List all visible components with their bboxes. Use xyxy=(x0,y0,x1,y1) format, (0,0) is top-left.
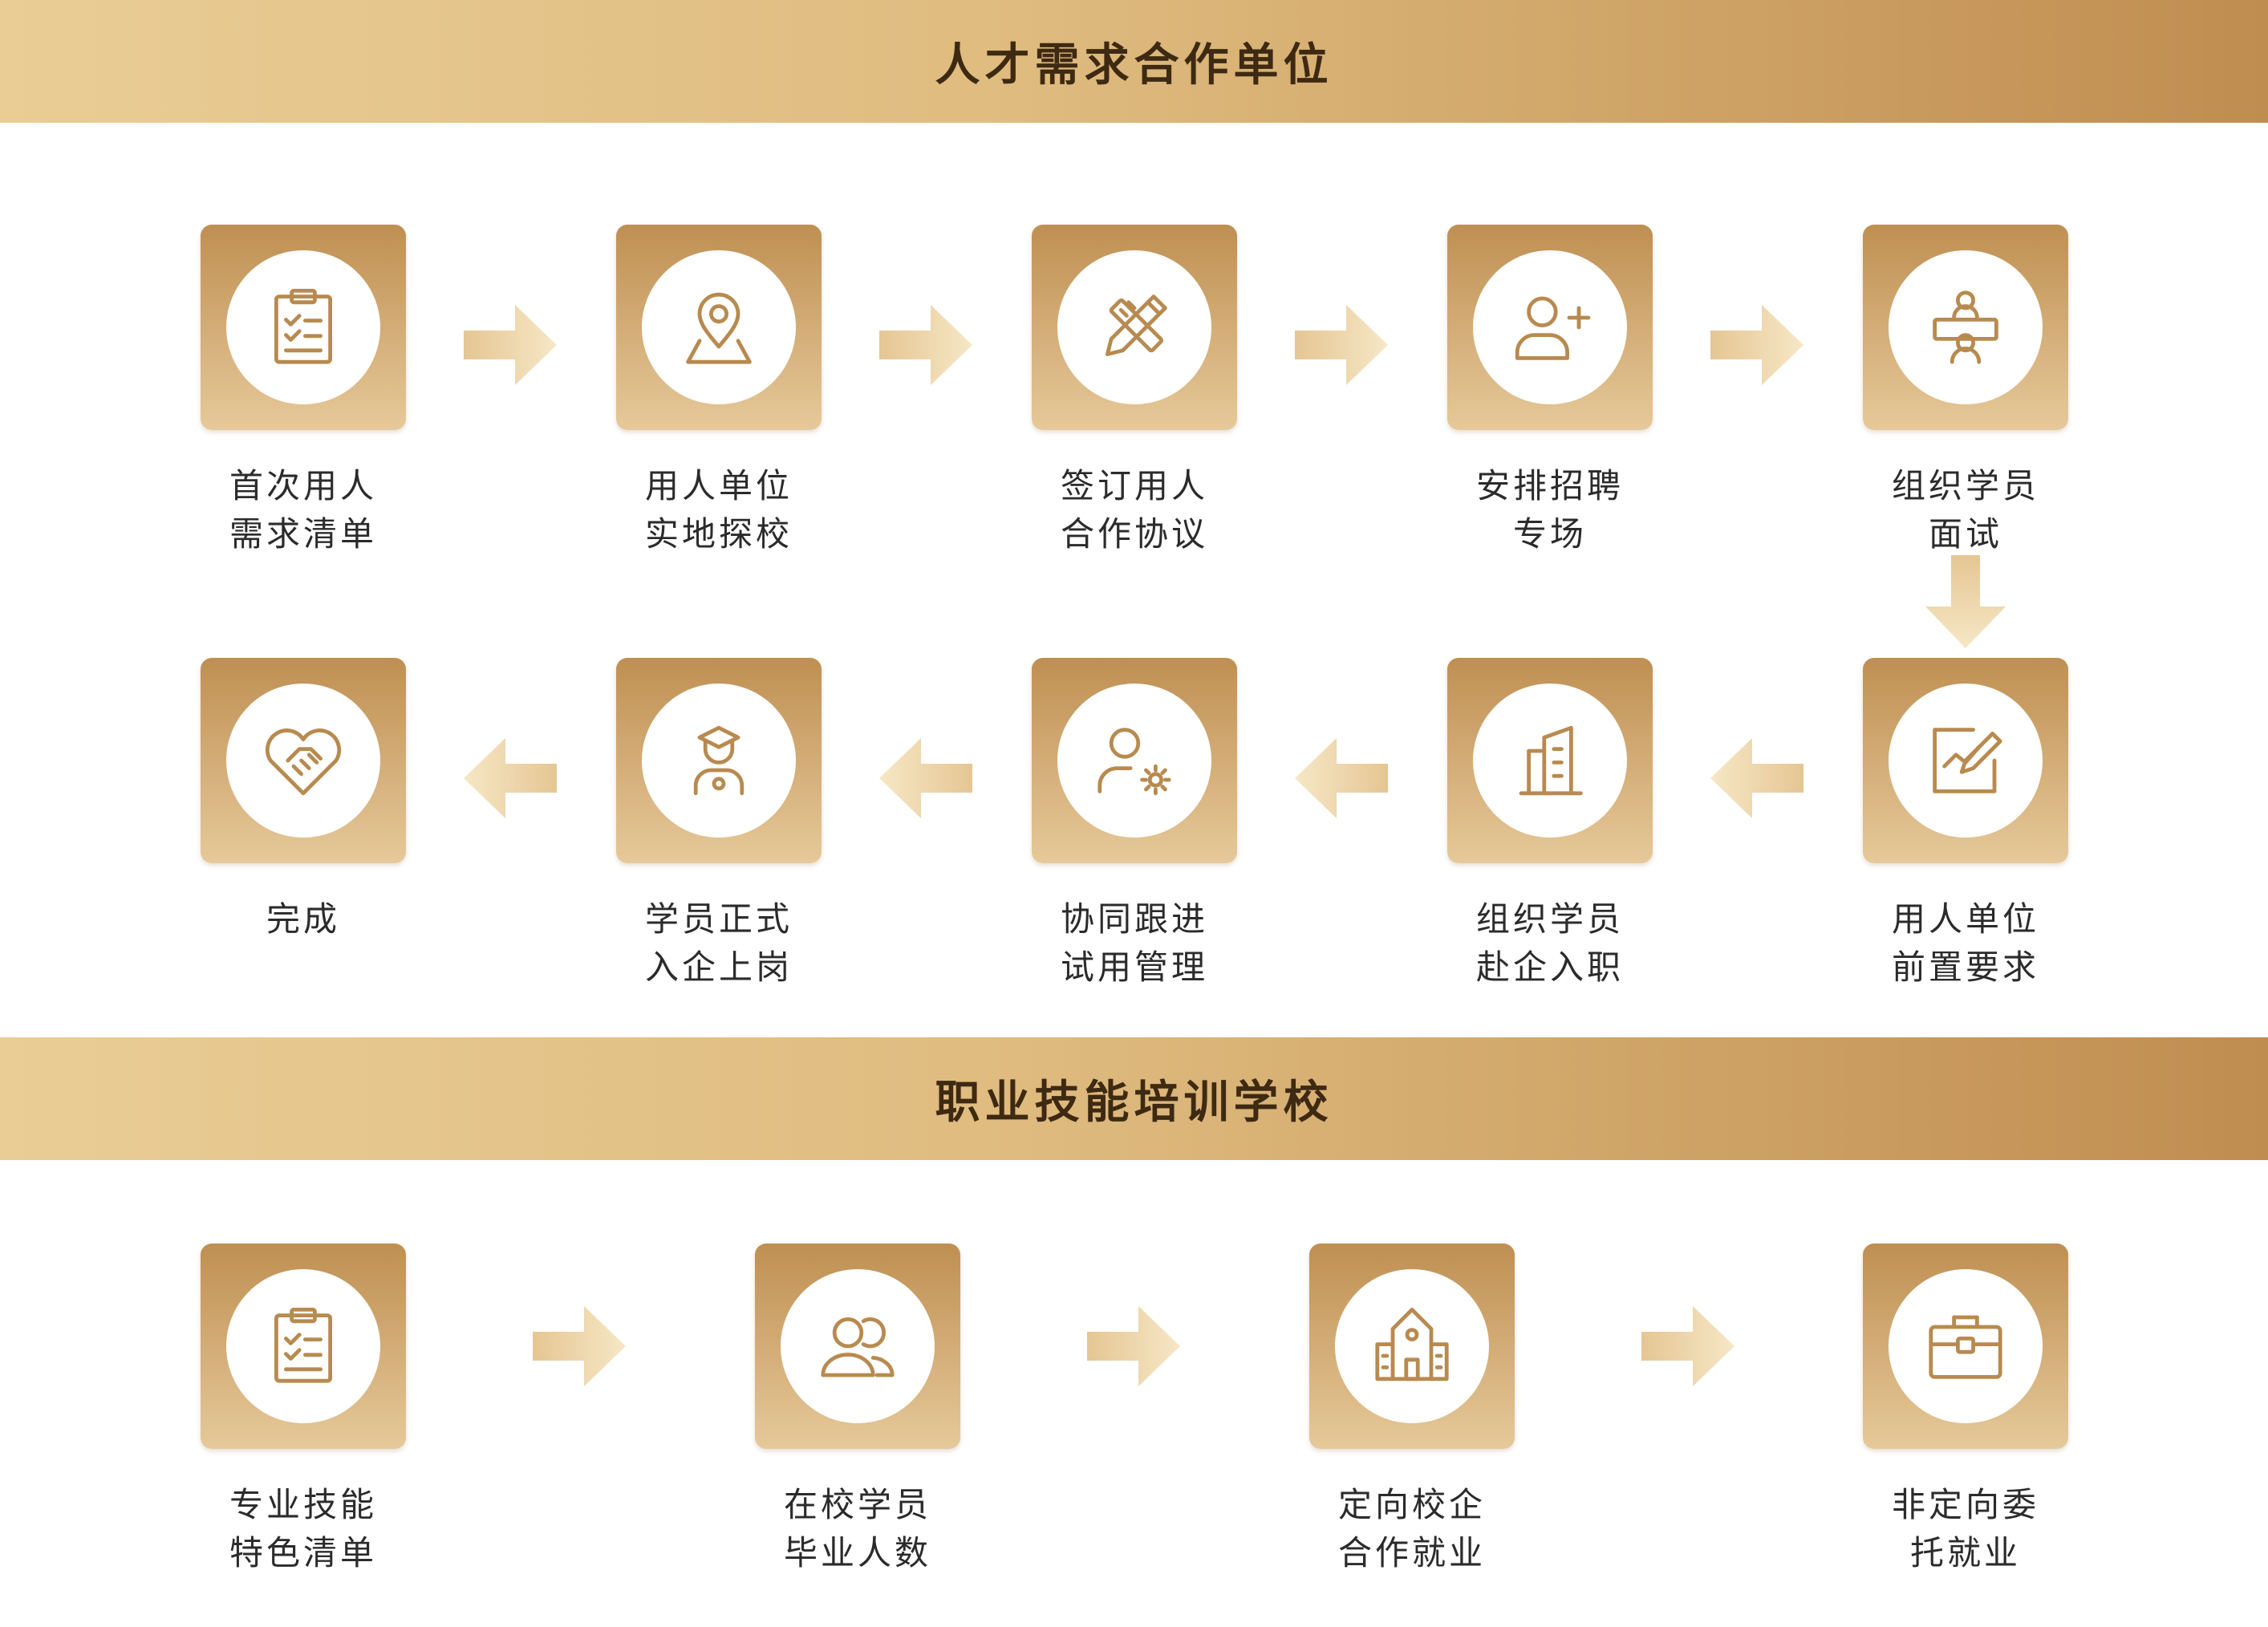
step-sign-agreement: 签订用人合作协议 xyxy=(1032,225,1237,554)
step-label: 组织学员面试 xyxy=(1891,466,2039,554)
flow-arrow-right xyxy=(1710,305,1803,385)
clipboard-checklist-icon xyxy=(274,1308,332,1383)
users-icon xyxy=(821,1317,895,1377)
step-first-demand-list: 首次用人需求清单 xyxy=(201,225,406,554)
flow-arrow-right xyxy=(533,1306,626,1386)
step-tile xyxy=(1863,658,2068,863)
step-graduate-count: 在校学员毕业人数 xyxy=(755,1244,960,1572)
step-tile xyxy=(1309,1244,1515,1449)
step-tile xyxy=(201,1244,406,1449)
step-tile xyxy=(1863,225,2068,430)
flow-arrow-right xyxy=(879,305,972,385)
step-onboarding: 组织学员赴企入职 xyxy=(1447,658,1653,987)
step-pre-requirements: 用人单位前置要求 xyxy=(1863,658,2068,987)
section-title: 职业技能培训学校 xyxy=(935,1077,1333,1129)
flow-arrow-left xyxy=(1295,738,1388,818)
step-tile xyxy=(616,658,822,863)
section-title: 人才需求合作单位 xyxy=(935,39,1333,91)
step-skill-list: 专业技能特色清单 xyxy=(201,1244,406,1572)
step-label: 专业技能特色清单 xyxy=(229,1485,377,1572)
step-label: 组织学员赴企入职 xyxy=(1475,899,1624,987)
step-tile xyxy=(616,225,822,430)
chart-edit-icon xyxy=(1933,728,2002,793)
step-targeted-employment: 定向校企合作就业 xyxy=(1309,1244,1515,1572)
flow-arrow-left xyxy=(879,738,972,818)
flow-arrow-left xyxy=(1710,738,1803,818)
step-site-visit: 用人单位实地探校 xyxy=(616,225,822,554)
step-official-employment: 学员正式入企上岗 xyxy=(616,658,822,987)
user-add-icon xyxy=(1515,296,1591,360)
flow-arrow-right xyxy=(1641,1306,1734,1386)
step-label: 完成 xyxy=(266,899,340,939)
clipboard-checklist-icon xyxy=(274,289,332,364)
section-banner-talent-demand: 人才需求合作单位 xyxy=(0,0,2268,123)
school-icon xyxy=(1375,1308,1449,1382)
step-complete: 完成 xyxy=(201,658,406,939)
step-tile xyxy=(1863,1244,2068,1449)
pencil-ruler-icon xyxy=(1106,294,1167,356)
step-probation-management: 协同跟进试用管理 xyxy=(1032,658,1237,987)
step-label: 定向校企合作就业 xyxy=(1337,1485,1486,1572)
step-tile xyxy=(1032,658,1237,863)
building-icon xyxy=(1519,725,1583,796)
step-label: 用人单位实地探校 xyxy=(644,466,793,554)
flow-arrow-right xyxy=(1087,1306,1180,1386)
step-tile xyxy=(201,225,406,430)
flow-arrow-left xyxy=(464,738,557,818)
step-label: 非定向委托就业 xyxy=(1891,1485,2039,1572)
step-tile xyxy=(755,1244,960,1449)
step-interview: 组织学员面试 xyxy=(1863,225,2068,554)
briefcase-icon xyxy=(1929,1315,2002,1379)
step-label: 签订用人合作协议 xyxy=(1060,466,1208,554)
step-non-targeted-employment: 非定向委托就业 xyxy=(1863,1244,2068,1572)
step-label: 首次用人需求清单 xyxy=(229,466,377,554)
step-tile xyxy=(1032,225,1237,430)
step-label: 学员正式入企上岗 xyxy=(644,899,793,987)
step-tile xyxy=(201,658,406,863)
handshake-heart-icon xyxy=(265,728,342,796)
flow-arrow-down xyxy=(1925,555,2006,648)
flow-arrow-right xyxy=(464,305,557,385)
step-tile xyxy=(1447,658,1653,863)
interview-icon xyxy=(1933,290,1998,364)
step-recruitment-fair: 安排招聘专场 xyxy=(1447,225,1653,554)
step-label: 安排招聘专场 xyxy=(1475,466,1624,554)
flow-arrow-right xyxy=(1295,305,1388,385)
step-tile xyxy=(1447,225,1653,430)
step-label: 在校学员毕业人数 xyxy=(783,1485,931,1572)
user-gear-icon xyxy=(1097,728,1171,796)
section-banner-vocational-school: 职业技能培训学校 xyxy=(0,1037,2268,1160)
step-label: 用人单位前置要求 xyxy=(1891,899,2039,987)
step-label: 协同跟进试用管理 xyxy=(1060,899,1208,987)
graduate-icon xyxy=(693,725,745,796)
map-pin-icon xyxy=(686,292,752,364)
